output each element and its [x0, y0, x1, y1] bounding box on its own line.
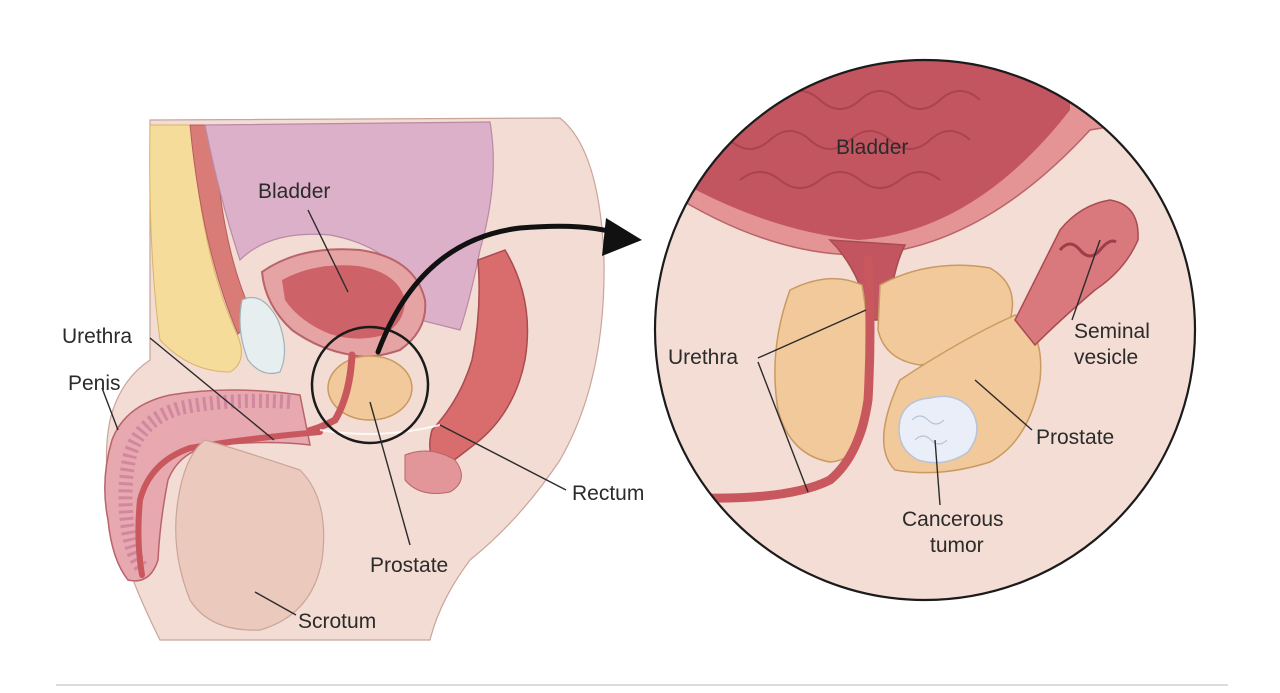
zoom-arrow — [375, 223, 628, 355]
label-tumor-line2: tumor — [930, 534, 984, 557]
zoom-border — [653, 58, 1197, 602]
leader-prostate-left — [369, 401, 411, 546]
seminal-vesicle-inner — [1058, 239, 1117, 258]
label-seminal-vesicle-line1: Seminal — [1074, 320, 1150, 343]
leader-seminal-vesicle — [1071, 239, 1101, 321]
anal-tissue — [404, 450, 462, 494]
zoom-view: Bladder Urethra Seminal vesicle Prostate… — [653, 58, 1197, 602]
leader-scrotum-left — [254, 591, 297, 616]
abdominal-fat — [149, 124, 242, 373]
zoom-arrow-head — [602, 218, 642, 256]
leader-urethra-right-a — [757, 309, 867, 359]
label-penis-left: Penis — [68, 372, 121, 395]
pubic-bone — [239, 296, 286, 375]
leader-penis-left — [101, 387, 119, 431]
label-bladder-left: Bladder — [258, 180, 330, 203]
scrotum-left — [175, 439, 325, 631]
leader-rectum-left — [439, 424, 567, 491]
leader-prostate-right — [974, 379, 1033, 431]
leader-urethra-right-b — [757, 361, 809, 493]
bladder-lumen-left — [282, 265, 405, 339]
prostate-lobe-left — [774, 277, 870, 463]
label-prostate-left: Prostate — [370, 554, 448, 577]
label-scrotum-left: Scrotum — [298, 610, 376, 633]
penis-urethra-line — [135, 429, 323, 578]
tumor-texture — [911, 415, 948, 445]
perineum-line — [319, 424, 441, 435]
leader-tumor — [934, 439, 941, 506]
penis-erectile-tissue — [118, 393, 291, 573]
seminal-vesicle — [1014, 199, 1139, 347]
label-urethra-left: Urethra — [62, 325, 132, 348]
label-tumor-line1: Cancerous — [902, 508, 1004, 531]
zoom-circle — [310, 325, 430, 445]
label-prostate-right: Prostate — [1036, 426, 1114, 449]
leader-urethra-left — [149, 337, 275, 441]
label-seminal-vesicle-line2: vesicle — [1074, 346, 1138, 369]
label-bladder-right: Bladder — [836, 136, 908, 159]
sagittal-view: Bladder Urethra Penis Prostate Rectum Sc… — [62, 117, 644, 641]
urethra-right — [655, 255, 875, 503]
label-rectum-left: Rectum — [572, 482, 644, 505]
bottom-divider — [56, 684, 1228, 686]
leader-bladder-left — [307, 209, 349, 293]
cancerous-tumor — [898, 395, 978, 464]
label-urethra-right: Urethra — [668, 346, 738, 369]
